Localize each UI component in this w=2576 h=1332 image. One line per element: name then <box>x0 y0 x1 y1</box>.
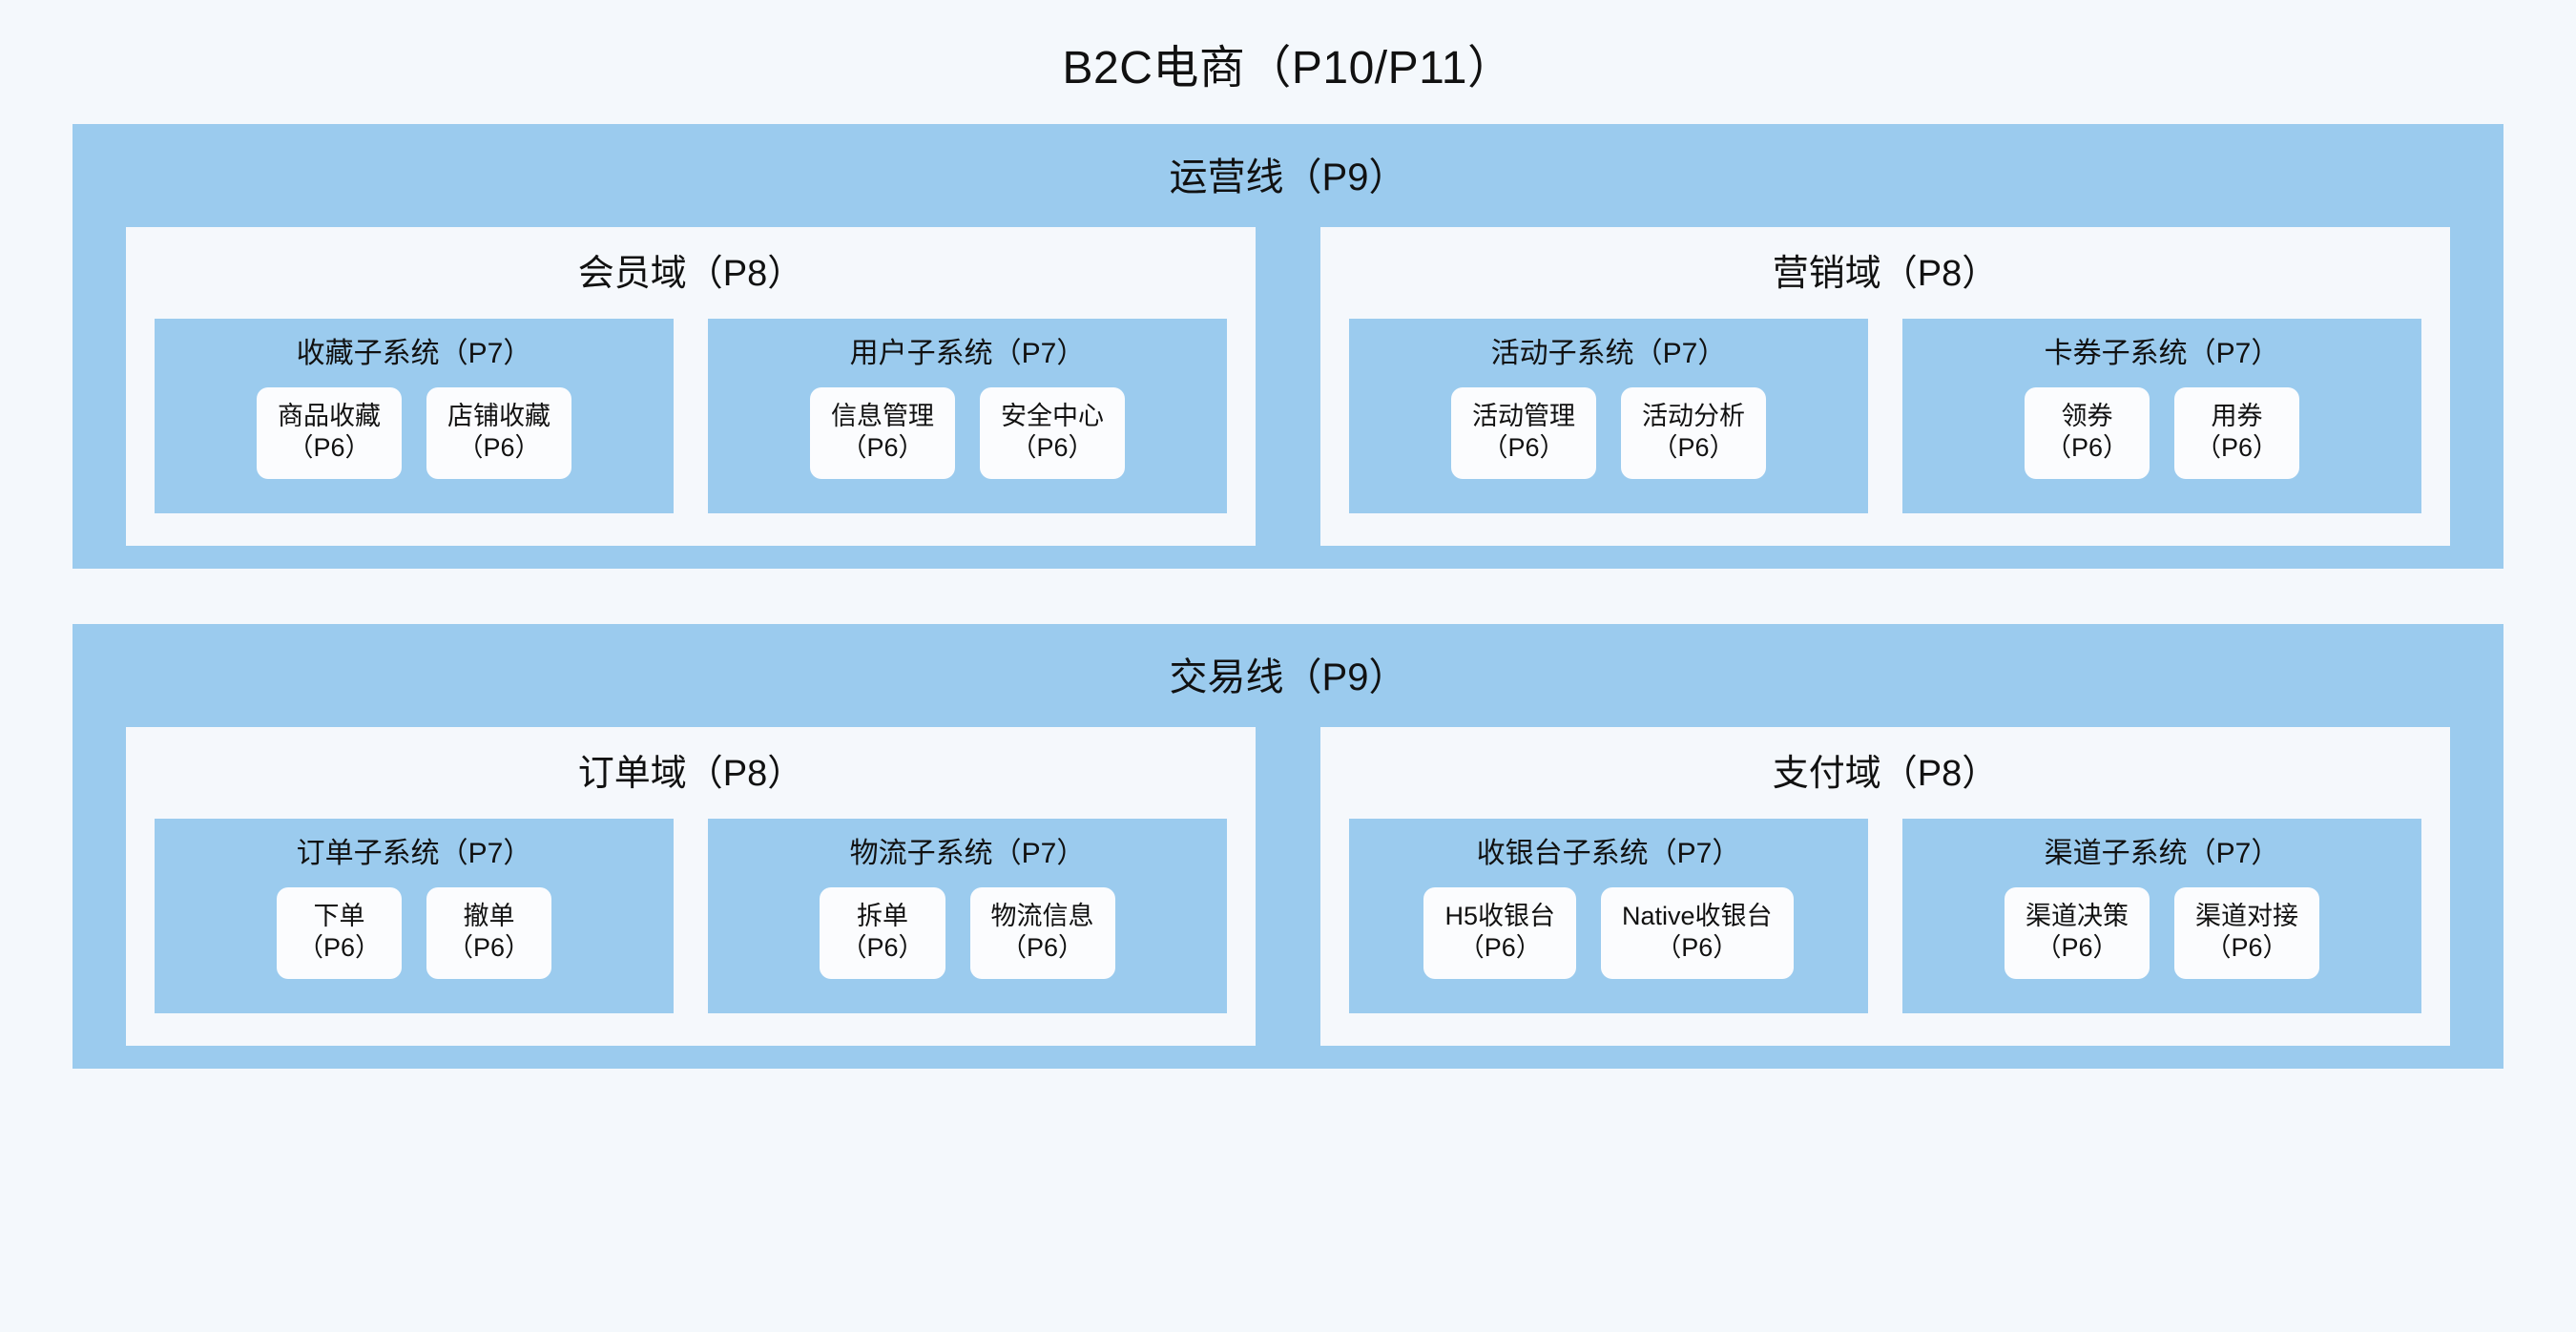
module-card[interactable]: 店铺收藏 （P6） <box>426 387 571 479</box>
module-level: （P6） <box>841 932 924 962</box>
module-level: （P6） <box>2045 432 2129 462</box>
modules-row: 商品收藏 （P6） 店铺收藏 （P6） <box>155 387 674 479</box>
module-level: （P6） <box>1010 432 1094 462</box>
subsystem-title: 用户子系统（P7） <box>849 338 1086 369</box>
module-card[interactable]: 活动分析 （P6） <box>1621 387 1766 479</box>
module-card[interactable]: 下单 （P6） <box>276 886 402 979</box>
subsystem-0-1-0: 活动子系统（P7） 活动管理 （P6） 活动分析 （P6） <box>1349 319 1868 513</box>
module-level: （P6） <box>1458 932 1542 962</box>
modules-row: 渠道决策 （P6） 渠道对接 （P6） <box>1902 886 2421 979</box>
modules-row: 拆单 （P6） 物流信息 （P6） <box>708 886 1227 979</box>
domain-1-0: 订单域（P8） 订单子系统（P7） 下单 （P6） 撤单 <box>126 726 1256 1046</box>
module-name: 撤单 <box>463 901 515 930</box>
module-name: 渠道决策 <box>2025 901 2129 930</box>
domain-title: 营销域（P8） <box>1772 254 1999 294</box>
domain-title: 支付域（P8） <box>1772 753 1999 794</box>
subsystem-0-0-0: 收藏子系统（P7） 商品收藏 （P6） 店铺收藏 （P6） <box>155 319 674 513</box>
modules-row: H5收银台 （P6） Native收银台 （P6） <box>1349 886 1868 979</box>
subsystem-1-1-1: 渠道子系统（P7） 渠道决策 （P6） 渠道对接 （P6） <box>1902 818 2421 1013</box>
subsystem-title: 收藏子系统（P7） <box>296 338 532 369</box>
module-name: H5收银台 <box>1444 901 1555 930</box>
module-level: （P6） <box>297 932 381 962</box>
subsystem-1-0-1: 物流子系统（P7） 拆单 （P6） 物流信息 （P6） <box>708 818 1227 1013</box>
module-name: 下单 <box>313 901 365 930</box>
module-name: 拆单 <box>857 901 908 930</box>
domains-row: 订单域（P8） 订单子系统（P7） 下单 （P6） 撤单 <box>73 726 2503 1046</box>
domain-1-1: 支付域（P8） 收银台子系统（P7） H5收银台 （P6） Native收银台 <box>1320 726 2450 1046</box>
module-card[interactable]: 撤单 （P6） <box>426 886 552 979</box>
module-card[interactable]: Native收银台 （P6） <box>1600 886 1794 979</box>
module-card[interactable]: 拆单 （P6） <box>820 886 945 979</box>
module-name: 安全中心 <box>1001 402 1104 430</box>
domain-title: 订单域（P8） <box>577 753 804 794</box>
subsystems-row: 活动子系统（P7） 活动管理 （P6） 活动分析 （P6） <box>1320 319 2450 513</box>
module-name: Native收银台 <box>1621 901 1773 930</box>
page-title: B2C电商（P10/P11） <box>1062 43 1514 94</box>
module-level: （P6） <box>2035 932 2119 962</box>
subsystem-title: 订单子系统（P7） <box>296 837 532 869</box>
subsystems-row: 收藏子系统（P7） 商品收藏 （P6） 店铺收藏 （P6） <box>126 319 1256 513</box>
module-card[interactable]: 物流信息 （P6） <box>969 886 1115 979</box>
domain-0-0: 会员域（P8） 收藏子系统（P7） 商品收藏 （P6） 店铺收藏 <box>126 227 1256 546</box>
business-line-title: 运营线（P9） <box>1169 156 1407 198</box>
subsystem-title: 卡券子系统（P7） <box>2044 338 2280 369</box>
module-level: （P6） <box>287 432 371 462</box>
subsystem-title: 物流子系统（P7） <box>849 837 1086 869</box>
module-name: 活动分析 <box>1642 402 1745 430</box>
module-level: （P6） <box>1001 932 1085 962</box>
module-card[interactable]: H5收银台 （P6） <box>1423 886 1576 979</box>
module-card[interactable]: 用券 （P6） <box>2174 387 2300 479</box>
module-name: 商品收藏 <box>278 402 381 430</box>
subsystem-0-1-1: 卡券子系统（P7） 领券 （P6） 用券 （P6） <box>1902 319 2421 513</box>
business-line-0: 运营线（P9） 会员域（P8） 收藏子系统（P7） 商品收藏 （P6） <box>73 124 2503 569</box>
modules-row: 信息管理 （P6） 安全中心 （P6） <box>708 387 1227 479</box>
module-card[interactable]: 信息管理 （P6） <box>810 387 955 479</box>
modules-row: 下单 （P6） 撤单 （P6） <box>155 886 674 979</box>
module-level: （P6） <box>1482 432 1566 462</box>
subsystems-row: 收银台子系统（P7） H5收银台 （P6） Native收银台 （P6） <box>1320 818 2450 1013</box>
module-name: 用券 <box>2211 402 2263 430</box>
subsystem-title: 收银台子系统（P7） <box>1476 837 1741 869</box>
module-name: 领券 <box>2061 402 2113 430</box>
module-card[interactable]: 渠道决策 （P6） <box>2005 886 2150 979</box>
subsystem-1-0-0: 订单子系统（P7） 下单 （P6） 撤单 （P6） <box>155 818 674 1013</box>
module-level: （P6） <box>1655 932 1739 962</box>
domain-0-1: 营销域（P8） 活动子系统（P7） 活动管理 （P6） 活动分析 <box>1320 227 2450 546</box>
module-card[interactable]: 渠道对接 （P6） <box>2174 886 2319 979</box>
business-line-title: 交易线（P9） <box>1169 656 1407 698</box>
domain-title: 会员域（P8） <box>577 254 804 294</box>
module-card[interactable]: 安全中心 （P6） <box>980 387 1125 479</box>
module-card[interactable]: 活动管理 （P6） <box>1451 387 1596 479</box>
module-name: 信息管理 <box>831 402 934 430</box>
module-level: （P6） <box>2205 932 2289 962</box>
modules-row: 领券 （P6） 用券 （P6） <box>1902 387 2421 479</box>
domains-row: 会员域（P8） 收藏子系统（P7） 商品收藏 （P6） 店铺收藏 <box>73 227 2503 546</box>
subsystems-row: 订单子系统（P7） 下单 （P6） 撤单 （P6） <box>126 818 1256 1013</box>
module-card[interactable]: 商品收藏 （P6） <box>257 387 402 479</box>
subsystem-1-1-0: 收银台子系统（P7） H5收银台 （P6） Native收银台 （P6） <box>1349 818 1868 1013</box>
subsystem-title: 渠道子系统（P7） <box>2044 837 2280 869</box>
module-level: （P6） <box>2195 432 2279 462</box>
module-name: 店铺收藏 <box>447 402 551 430</box>
business-lines-container: 运营线（P9） 会员域（P8） 收藏子系统（P7） 商品收藏 （P6） <box>73 124 2503 1069</box>
module-level: （P6） <box>1652 432 1735 462</box>
module-name: 活动管理 <box>1472 402 1575 430</box>
module-level: （P6） <box>447 932 531 962</box>
subsystem-0-0-1: 用户子系统（P7） 信息管理 （P6） 安全中心 （P6） <box>708 319 1227 513</box>
module-card[interactable]: 领券 （P6） <box>2024 387 2150 479</box>
module-level: （P6） <box>457 432 541 462</box>
module-name: 物流信息 <box>990 901 1094 930</box>
modules-row: 活动管理 （P6） 活动分析 （P6） <box>1349 387 1868 479</box>
module-name: 渠道对接 <box>2195 901 2298 930</box>
module-level: （P6） <box>841 432 924 462</box>
subsystem-title: 活动子系统（P7） <box>1490 338 1727 369</box>
business-line-1: 交易线（P9） 订单域（P8） 订单子系统（P7） 下单 （P6） <box>73 623 2503 1069</box>
